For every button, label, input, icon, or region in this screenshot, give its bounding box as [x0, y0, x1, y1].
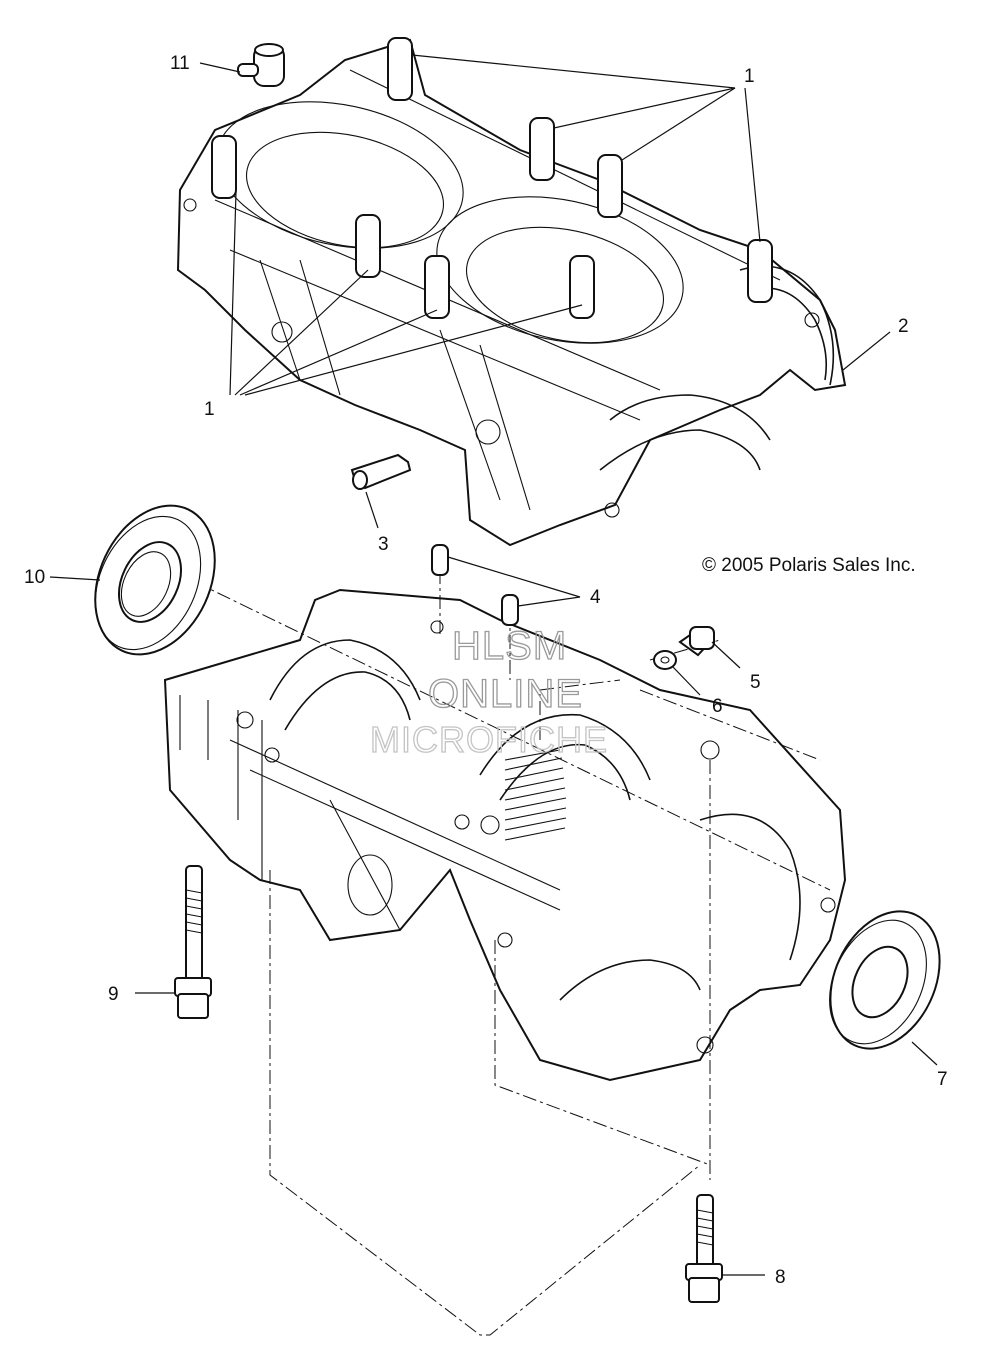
watermark: HLSM ONLINE MICROFICHE — [369, 623, 608, 760]
assembly-lines — [149, 559, 831, 1336]
callout-7: 7 — [937, 1069, 948, 1090]
callout-1-left: 1 — [204, 399, 215, 420]
washer-part-6 — [653, 650, 677, 670]
callout-labels: 11 1 1 2 3 4 5 6 7 8 9 10 — [24, 53, 948, 1288]
dowel-part-4a — [431, 544, 449, 576]
fitting-part-11 — [237, 43, 285, 87]
watermark-line-3: MICROFICHE — [370, 719, 608, 760]
bolt-part-9 — [174, 865, 212, 1019]
callout-11: 11 — [170, 53, 190, 74]
seal-part-7 — [829, 910, 941, 1050]
leader-lines — [49, 54, 938, 1276]
callout-3: 3 — [378, 534, 389, 555]
lower-crankcase — [163, 588, 847, 1082]
callout-9: 9 — [108, 984, 119, 1005]
cylinder-studs — [211, 37, 773, 319]
upper-crankcase — [176, 37, 847, 547]
watermark-line-2: ONLINE — [428, 672, 583, 716]
callout-2: 2 — [898, 316, 909, 337]
bolt-part-8 — [685, 1194, 723, 1303]
callout-1-top: 1 — [744, 66, 755, 87]
callout-10: 10 — [24, 567, 45, 588]
callout-5: 5 — [750, 672, 761, 693]
callout-4: 4 — [590, 587, 601, 608]
screw-part-5 — [678, 626, 715, 657]
pin-part-3 — [350, 453, 412, 490]
callout-8: 8 — [775, 1267, 786, 1288]
watermark-line-1: HLSM — [452, 624, 567, 668]
copyright-notice: © 2005 Polaris Sales Inc. — [702, 555, 916, 576]
seal-part-10 — [94, 504, 216, 656]
dowel-part-4b — [501, 594, 519, 626]
threaded-boss — [504, 749, 567, 841]
callout-6: 6 — [712, 696, 723, 717]
